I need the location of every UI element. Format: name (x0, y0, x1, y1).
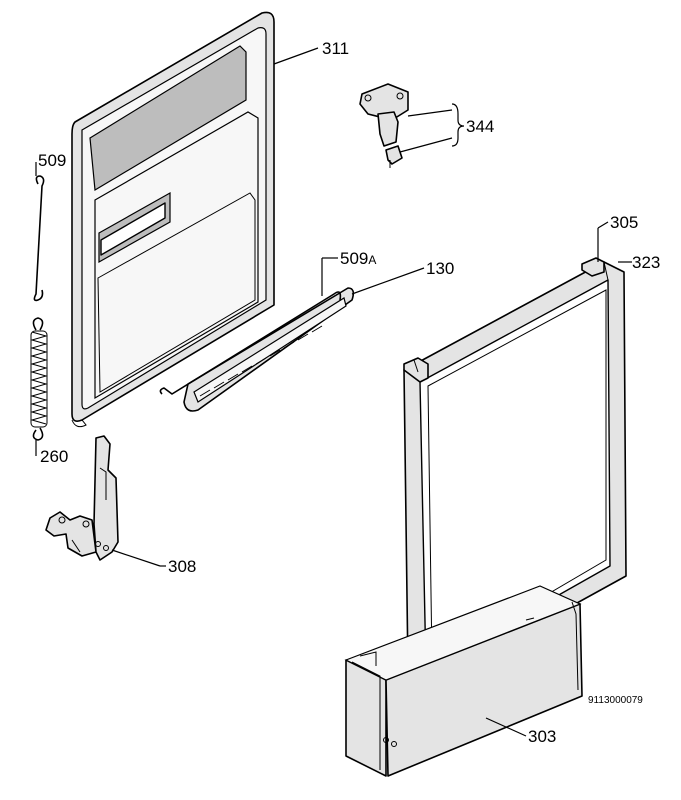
label-303: 303 (528, 727, 556, 746)
label-130: 130 (426, 259, 454, 278)
seal-hook-509a (159, 291, 342, 395)
frame-corner-305 (581, 257, 605, 277)
decor-frame-323 (403, 261, 627, 685)
coil-spring-260 (30, 317, 48, 441)
hook-spring-509 (33, 175, 45, 302)
brace-344 (451, 103, 465, 147)
hinge-308 (45, 435, 119, 561)
label-260: 260 (40, 447, 68, 466)
label-509a: 509A (340, 249, 376, 268)
drawing-reference-number: 9113000079 (588, 695, 643, 706)
leader-308-a (111, 549, 161, 567)
label-344: 344 (466, 117, 494, 136)
leader-303 (485, 717, 527, 737)
leader-130 (351, 267, 425, 295)
door-catch-344 (359, 83, 409, 168)
label-509: 509 (38, 151, 66, 170)
leader-305-h (597, 221, 609, 229)
label-305: 305 (610, 213, 638, 232)
label-311: 311 (322, 39, 349, 58)
door-panel-311 (71, 11, 275, 428)
leader-311 (273, 47, 319, 65)
door-seal-130 (183, 287, 355, 412)
label-323: 323 (632, 253, 660, 272)
plinth-303 (344, 585, 583, 777)
label-308: 308 (168, 557, 196, 576)
leader-344-b (399, 137, 453, 153)
leader-344-a (407, 109, 453, 117)
